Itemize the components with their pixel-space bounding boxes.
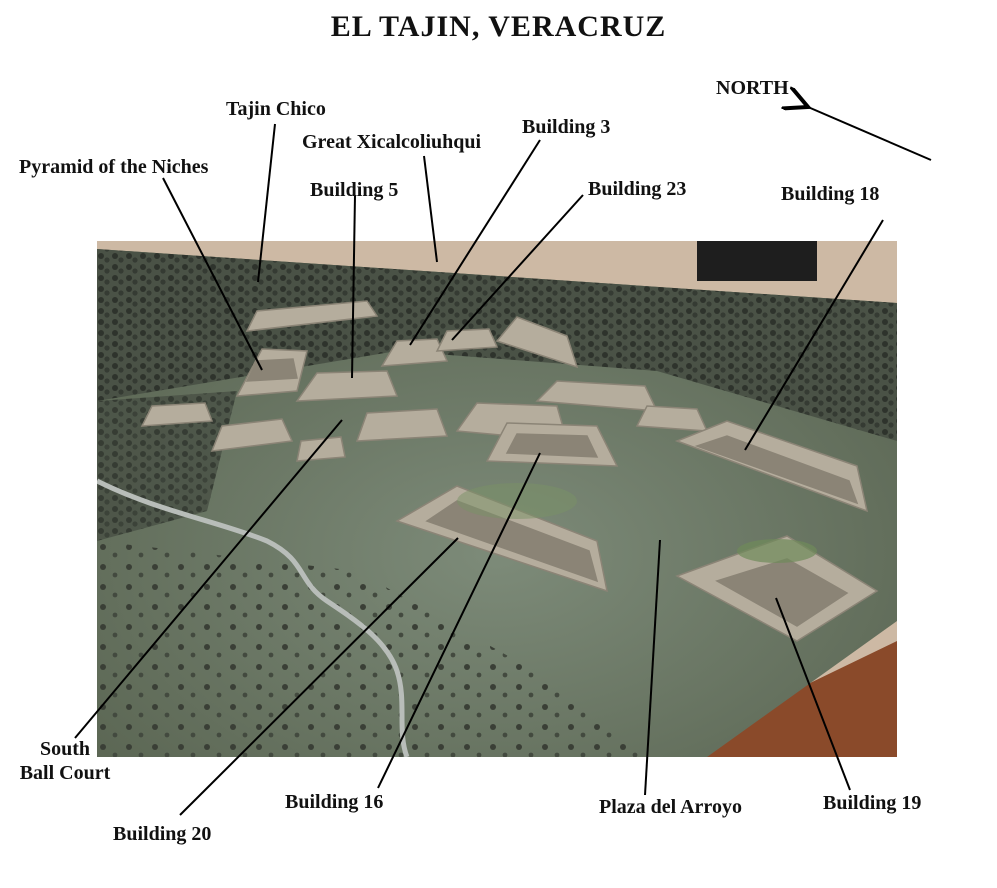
building-5-model [295,370,399,402]
label-south-ball-court-line2: Ball Court [19,762,111,784]
label-building-3: Building 3 [522,116,611,138]
label-building-23: Building 23 [588,178,687,200]
label-building-5: Building 5 [310,179,399,201]
label-tajin-chico: Tajin Chico [226,98,326,120]
site-model-photo [97,241,897,757]
label-south-ball-court: South Ball Court [10,737,120,785]
label-building-16: Building 16 [285,791,384,813]
page-title: EL TAJIN, VERACRUZ [330,10,667,43]
label-building-20: Building 20 [113,823,212,845]
building-23-model [435,328,499,352]
label-plaza-del-arroyo: Plaza del Arroyo [599,796,742,818]
label-building-18: Building 18 [781,183,880,205]
label-great-xicalcoliuhqui: Great Xicalcoliuhqui [302,131,482,153]
label-south-ball-court-line1: South [39,738,91,760]
north-arrow [808,107,932,161]
compass-north-label: NORTH [716,77,789,99]
wall-panel [697,241,817,281]
south-ball-court-model [355,408,449,442]
label-building-19: Building 19 [823,792,922,814]
label-pyramid-niches: Pyramid of the Niches [19,156,209,178]
